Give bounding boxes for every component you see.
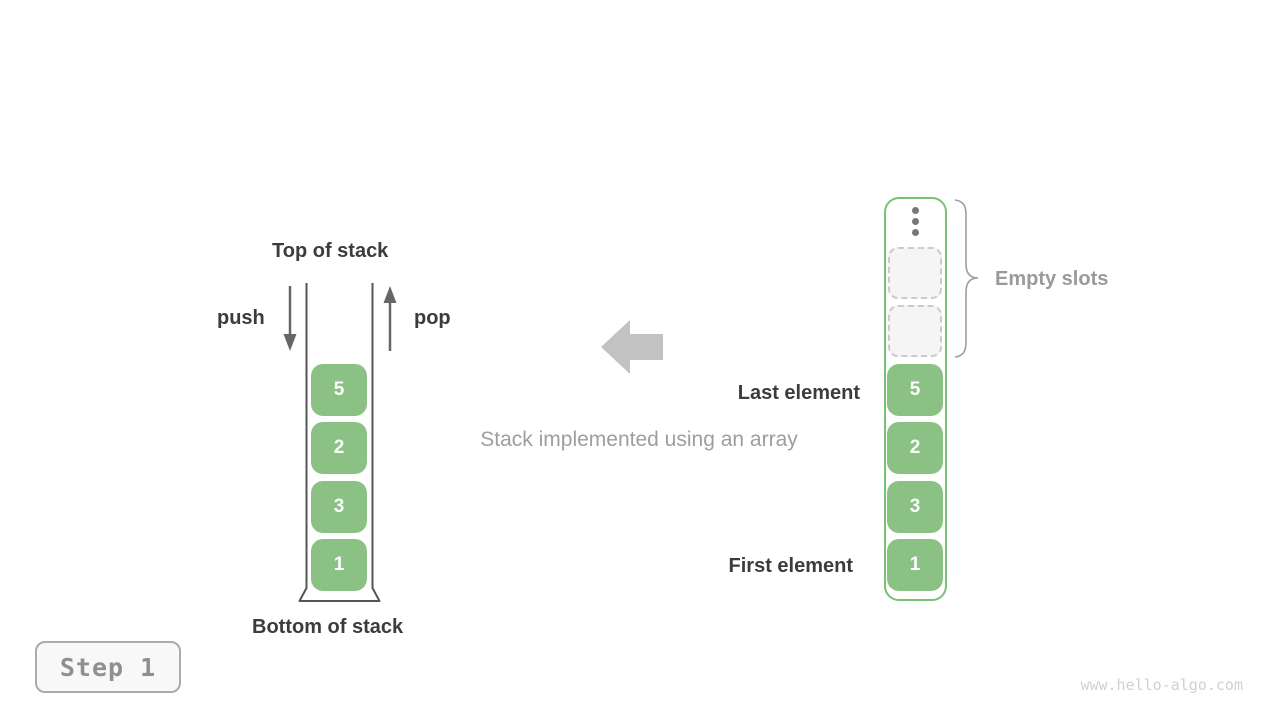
top-of-stack-label: Top of stack <box>272 240 389 262</box>
watermark-url: www.hello-algo.com <box>1080 676 1243 694</box>
diagram-caption: Stack implemented using an array <box>480 428 798 451</box>
push-label: push <box>217 307 265 329</box>
step-badge: Step 1 <box>35 641 181 693</box>
array-cell: 3 <box>887 481 943 533</box>
array-cell: 2 <box>887 422 943 474</box>
empty-slot <box>888 247 942 299</box>
stack-cell: 2 <box>311 422 367 474</box>
vertical-ellipsis-icon <box>912 207 919 236</box>
first-element-label: First element <box>728 555 853 577</box>
array-cell: 5 <box>887 364 943 416</box>
stack-cell: 1 <box>311 539 367 591</box>
empty-slot <box>888 305 942 357</box>
empty-slots-label: Empty slots <box>995 268 1109 290</box>
array-cell: 1 <box>887 539 943 591</box>
stack-cell: 5 <box>311 364 367 416</box>
pop-label: pop <box>414 307 451 329</box>
last-element-label: Last element <box>737 382 860 404</box>
bottom-of-stack-label: Bottom of stack <box>252 616 404 638</box>
stack-cell: 3 <box>311 481 367 533</box>
